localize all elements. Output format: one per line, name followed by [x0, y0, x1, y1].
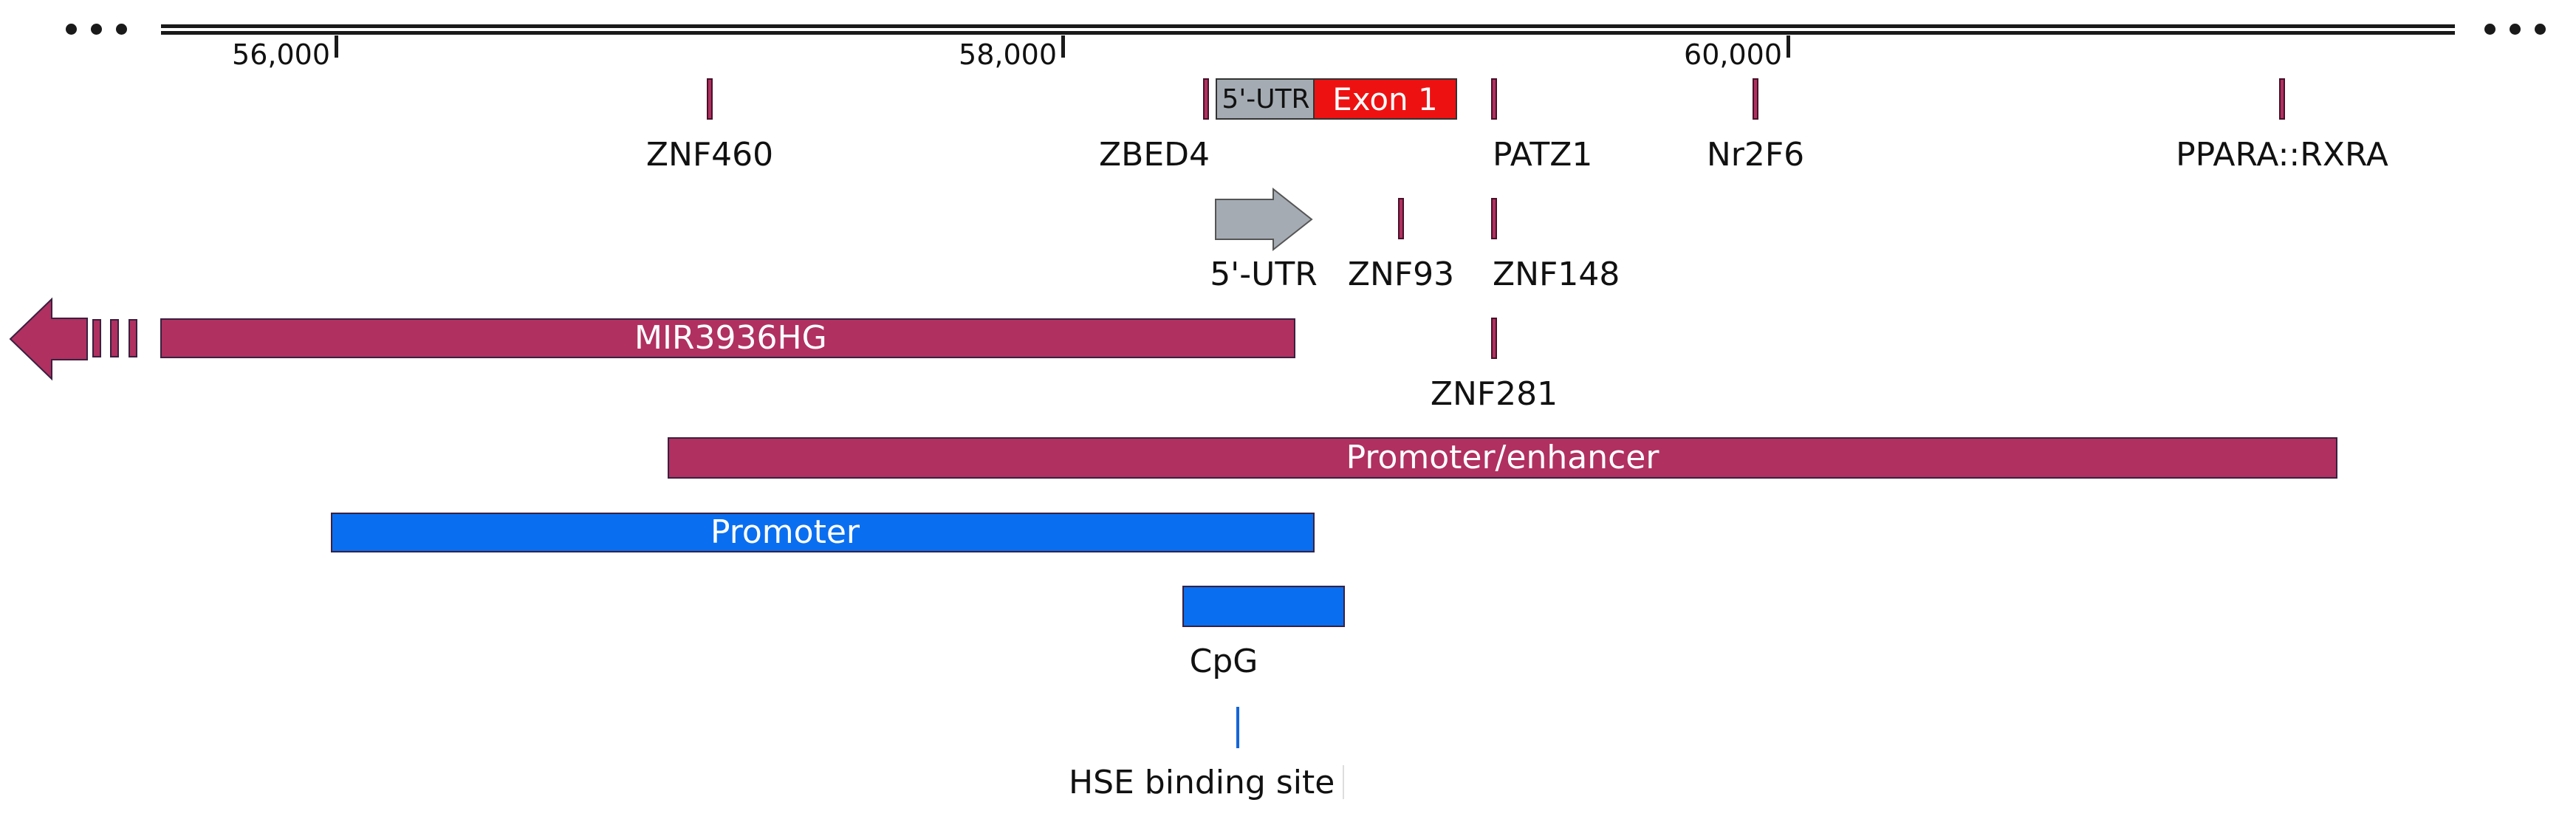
- zbed4-label: ZBED4: [1098, 136, 1210, 174]
- patz1-site-marker[interactable]: [1491, 78, 1497, 120]
- znf460-site-marker[interactable]: [707, 78, 713, 120]
- hse-faint-tick: [1343, 765, 1344, 799]
- ruler-tick-label-58000: 58,000: [959, 38, 1057, 71]
- mir3936hg-label: MIR3936HG: [634, 319, 827, 357]
- patz1-label: PATZ1: [1493, 136, 1593, 174]
- promoter-bar[interactable]: Promoter: [331, 513, 1315, 552]
- promoter-label: Promoter: [710, 513, 860, 551]
- mir3936hg-gene-bar[interactable]: MIR3936HG: [160, 318, 1295, 358]
- ruler-tick-56000: [335, 35, 338, 58]
- ruler-tick-label-56000: 56,000: [232, 38, 330, 71]
- ruler-line-top: [161, 24, 2455, 28]
- cpg-island-bar[interactable]: [1182, 586, 1345, 627]
- znf281-site-marker[interactable]: [1491, 318, 1497, 359]
- ppara-rxra-site-marker[interactable]: [2279, 78, 2285, 120]
- promoter-enhancer-bar[interactable]: Promoter/enhancer: [668, 437, 2337, 479]
- znf148-site-marker[interactable]: [1491, 198, 1497, 239]
- ruler-line-bottom: [161, 31, 2455, 35]
- ruler-tick-60000: [1787, 35, 1790, 58]
- znf93-site-marker[interactable]: [1398, 198, 1404, 239]
- utr-segment[interactable]: 5'-UTR: [1216, 78, 1316, 120]
- utr-arrow-right-icon[interactable]: [1214, 187, 1313, 252]
- zbed4-site-marker[interactable]: [1203, 78, 1209, 120]
- hse-site-marker[interactable]: [1236, 707, 1239, 748]
- ruler-tick-label-60000: 60,000: [1684, 38, 1782, 71]
- znf93-label: ZNF93: [1347, 256, 1455, 293]
- znf148-label: ZNF148: [1493, 256, 1620, 293]
- gene-direction-arrow-left-icon[interactable]: [9, 297, 97, 381]
- nr2f6-label: Nr2F6: [1706, 136, 1805, 174]
- cpg-label: CpG: [1189, 643, 1258, 680]
- nr2f6-site-marker[interactable]: [1753, 78, 1758, 120]
- promoter-enhancer-label: Promoter/enhancer: [1346, 439, 1659, 476]
- znf460-label: ZNF460: [645, 136, 774, 174]
- utr-arrow-label: 5'-UTR: [1210, 256, 1318, 293]
- exon-1-segment[interactable]: Exon 1: [1313, 78, 1457, 120]
- hse-label: HSE binding site: [1069, 764, 1335, 801]
- ppara-rxra-label: PPARA::RXRA: [2176, 136, 2388, 174]
- znf281-label: ZNF281: [1430, 375, 1558, 413]
- ruler-tick-58000: [1061, 35, 1065, 58]
